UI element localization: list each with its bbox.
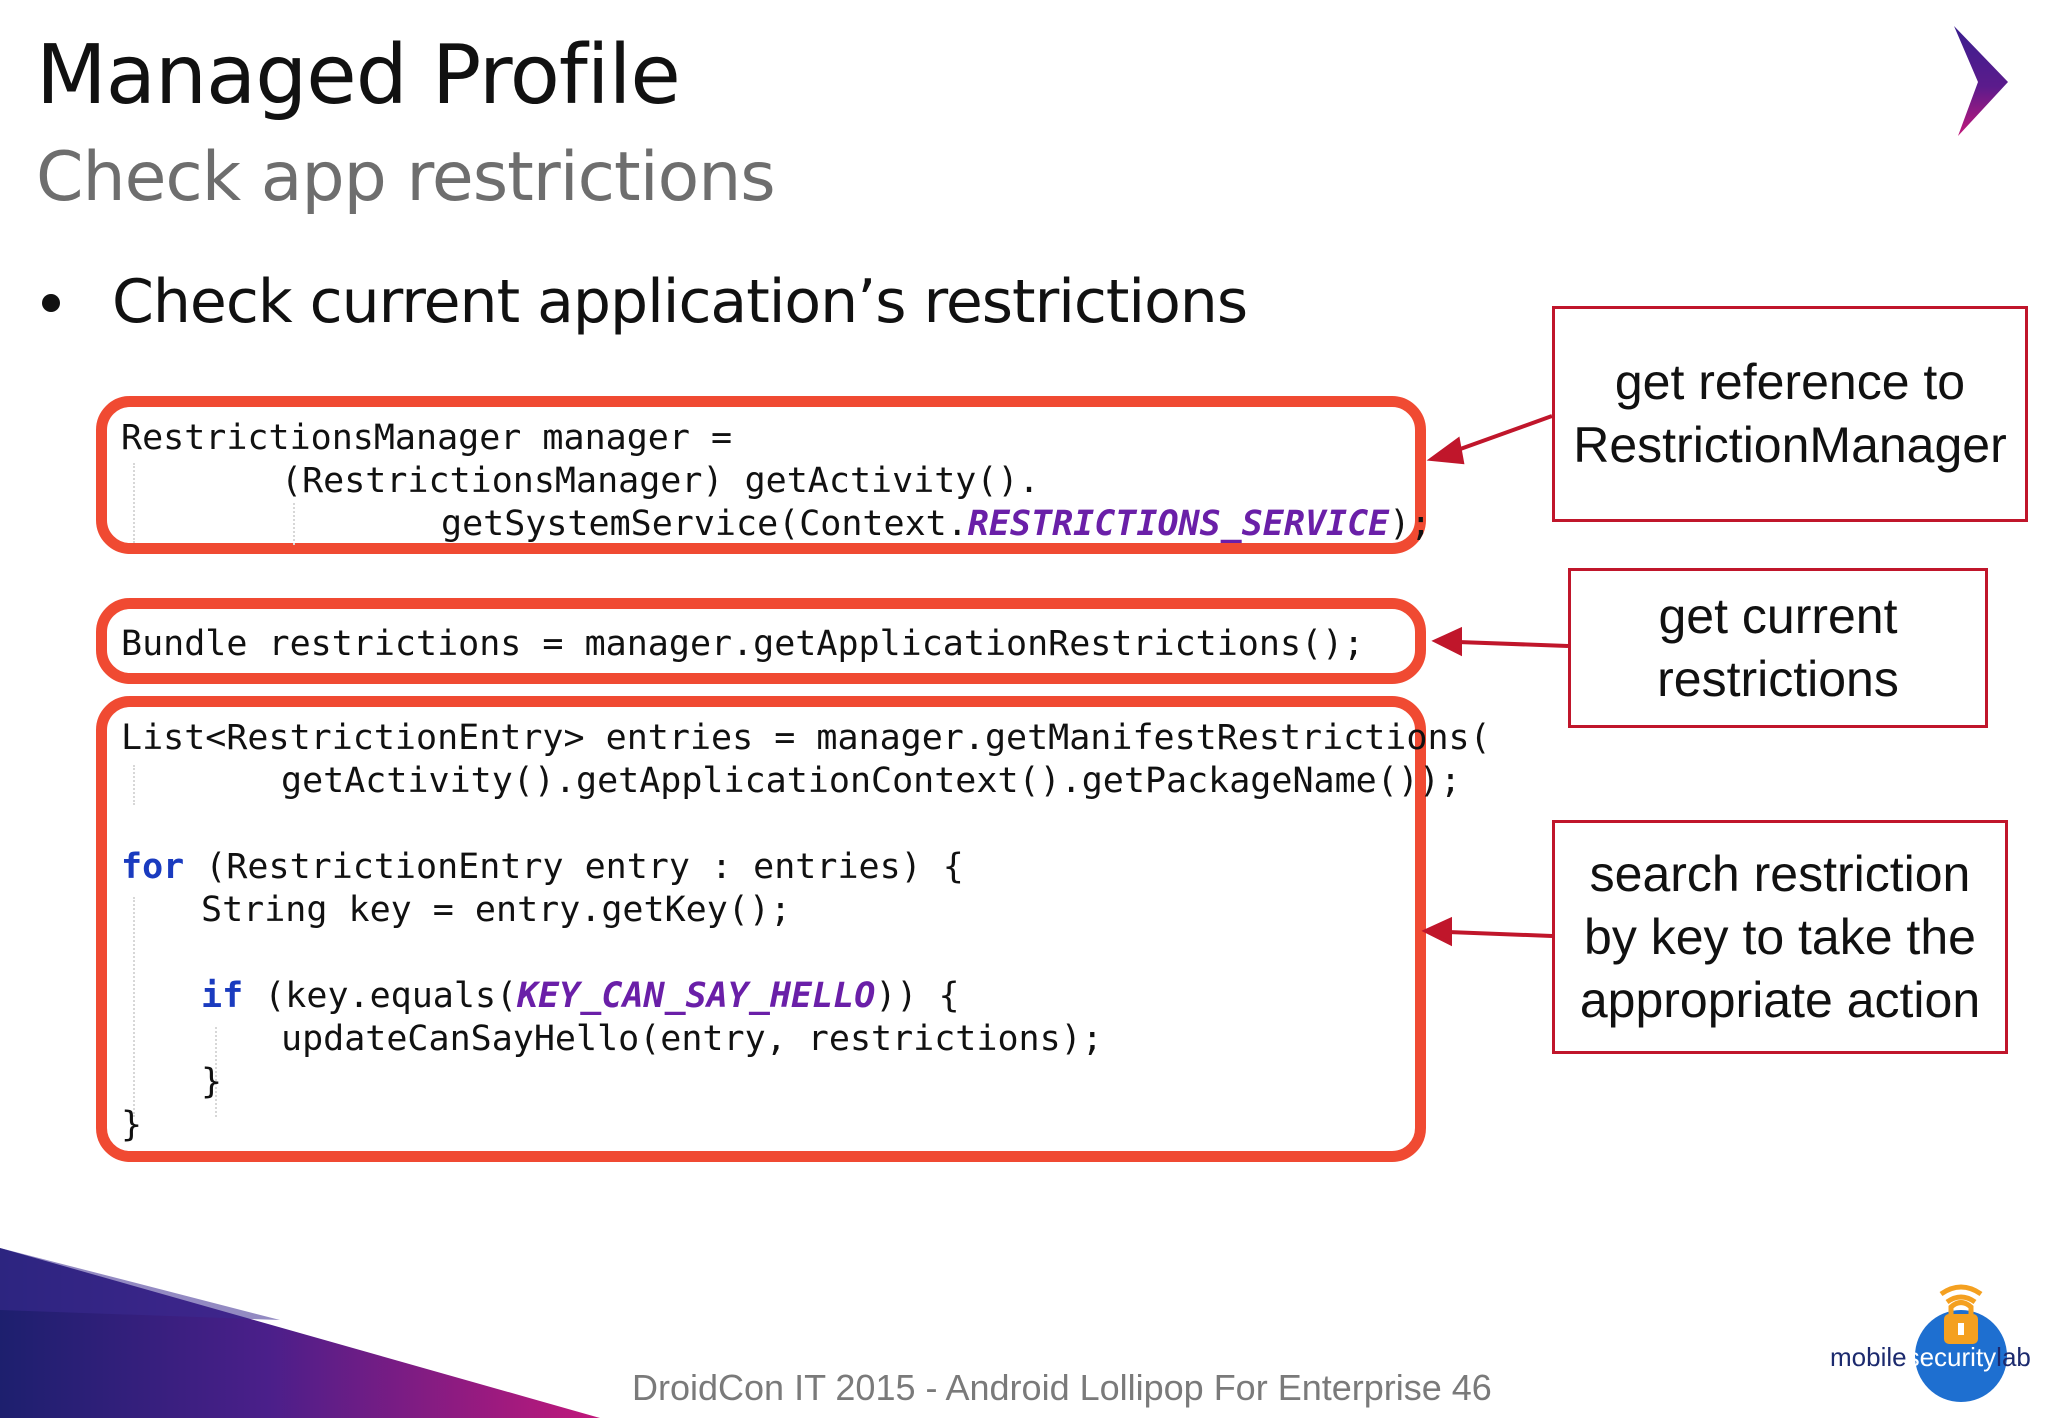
- indent-guide: [133, 897, 135, 1117]
- arrow-head: [1426, 436, 1465, 465]
- arrow-line: [1447, 930, 1553, 938]
- code-line: getSystemService(Context.RESTRICTIONS_SE…: [441, 503, 1431, 546]
- callout-get-current-restrictions: get current restrictions: [1568, 568, 1988, 728]
- code-line: (RestrictionsManager) getActivity().: [281, 461, 1040, 501]
- chevron-arrow-icon: [1954, 26, 2008, 136]
- code-line: List<RestrictionEntry> entries = manager…: [121, 718, 1491, 758]
- code-text: (RestrictionEntry entry : entries) {: [184, 847, 964, 887]
- logo-text-lab: lab: [1996, 1342, 2031, 1372]
- code-line: String key = entry.getKey();: [201, 890, 792, 930]
- code-line: }: [121, 1105, 143, 1145]
- code-constant: KEY_CAN_SAY_HELLO: [517, 976, 876, 1016]
- indent-guide: [133, 463, 135, 543]
- padlock-wifi-icon: [1915, 1284, 2007, 1402]
- callout-text: get reference to RestrictionManager: [1573, 354, 2007, 473]
- code-line: for (RestrictionEntry entry : entries) {: [121, 846, 964, 889]
- code-text: getSystemService(Context.: [441, 504, 968, 544]
- code-keyword: if: [201, 976, 244, 1016]
- slide-title: Managed Profile: [36, 28, 681, 123]
- code-box-get-restrictions: Bundle restrictions = manager.getApplica…: [96, 598, 1426, 684]
- code-line: }: [201, 1062, 223, 1102]
- code-constant: RESTRICTIONS_SERVICE: [967, 504, 1390, 544]
- logo-text-mobile: mobile: [1830, 1342, 1907, 1372]
- code-text: );: [1389, 504, 1432, 544]
- code-box-search-entries: List<RestrictionEntry> entries = manager…: [96, 696, 1491, 1162]
- code-line: getActivity().getApplicationContext().ge…: [281, 761, 1462, 801]
- slide-subtitle: Check app restrictions: [36, 138, 776, 217]
- logo-text: mobilesecuritylab: [1830, 1342, 2031, 1373]
- code-line: if (key.equals(KEY_CAN_SAY_HELLO)) {: [201, 975, 960, 1018]
- callout-text: search restriction by key to take the ap…: [1579, 845, 1981, 1028]
- mobile-security-lab-logo: mobilesecuritylab: [1830, 1276, 2040, 1414]
- callout-get-reference: get reference to RestrictionManager: [1552, 306, 2028, 522]
- indent-guide: [133, 765, 135, 805]
- slide-footer: DroidCon IT 2015 - Android Lollipop For …: [632, 1367, 1492, 1408]
- bullet-text: Check current application’s restrictions: [112, 267, 1248, 337]
- code-line: RestrictionsManager manager =: [121, 418, 733, 458]
- code-text: )) {: [875, 976, 960, 1016]
- indent-guide: [215, 1027, 217, 1117]
- arrow-line: [1457, 640, 1569, 648]
- code-box-restrictions-manager: RestrictionsManager manager = (Restricti…: [96, 396, 1431, 554]
- arrow-line: [1451, 414, 1553, 454]
- decorative-swoosh: [0, 1248, 600, 1418]
- arrow-head: [1431, 626, 1462, 657]
- arrow-head: [1421, 916, 1452, 947]
- callout-search-restriction: search restriction by key to take the ap…: [1552, 820, 2008, 1054]
- code-line: Bundle restrictions = manager.getApplica…: [121, 624, 1365, 664]
- code-text: (key.equals(: [243, 976, 518, 1016]
- indent-guide: [293, 503, 295, 545]
- code-line: updateCanSayHello(entry, restrictions);: [281, 1019, 1103, 1059]
- logo-text-security: security: [1906, 1342, 1997, 1372]
- code-keyword: for: [121, 847, 185, 887]
- bullet-dot: [42, 294, 60, 312]
- callout-text: get current restrictions: [1657, 588, 1899, 707]
